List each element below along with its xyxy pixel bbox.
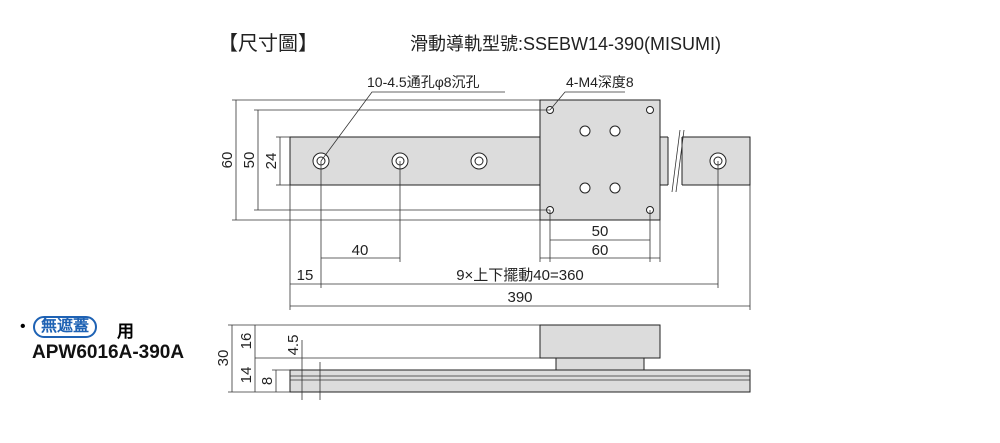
side-view: 30 16 14 4.5 8 [215, 324, 751, 400]
dim-height-24: 24 [263, 153, 280, 170]
bullet: • [20, 318, 26, 335]
break-gap [668, 130, 682, 192]
dim-side-4-5: 4.5 [285, 335, 302, 356]
dim-width-50: 50 [592, 223, 609, 240]
no-cover-badge: 無遮蓋 [33, 316, 98, 338]
break-mark [671, 129, 681, 193]
dim-pitch-total: 9×上下擺動40=360 [456, 267, 584, 284]
dim-pitch-40: 40 [352, 242, 369, 259]
dim-width-60: 60 [592, 242, 609, 259]
dim-side-16: 16 [238, 333, 255, 350]
dim-height-50: 50 [241, 152, 258, 169]
carriage-holes [546, 106, 654, 214]
dim-end-15: 15 [297, 267, 314, 284]
side-carriage [539, 324, 661, 359]
dim-side-8: 8 [259, 377, 276, 385]
carriage-block [539, 99, 661, 221]
drawing-title: 【尺寸圖】 [218, 32, 318, 55]
rail-model-label: 滑動導軌型號:SSEBW14-390(MISUMI) [410, 34, 721, 54]
dim-height-60: 60 [219, 152, 236, 169]
dim-total-390: 390 [507, 289, 532, 306]
hole-callout: 10-4.5通孔φ8沉孔 [367, 74, 480, 90]
part-number: APW6016A-390A [32, 342, 185, 363]
dim-side-30: 30 [215, 350, 232, 367]
side-rail [289, 369, 751, 393]
badge-suffix: 用 [117, 322, 134, 341]
tap-callout: 4-M4深度8 [566, 74, 634, 90]
top-view: 10-4.5通孔φ8沉孔 4-M4深度8 60 50 24 50 [219, 74, 751, 310]
dim-side-14: 14 [238, 367, 255, 384]
